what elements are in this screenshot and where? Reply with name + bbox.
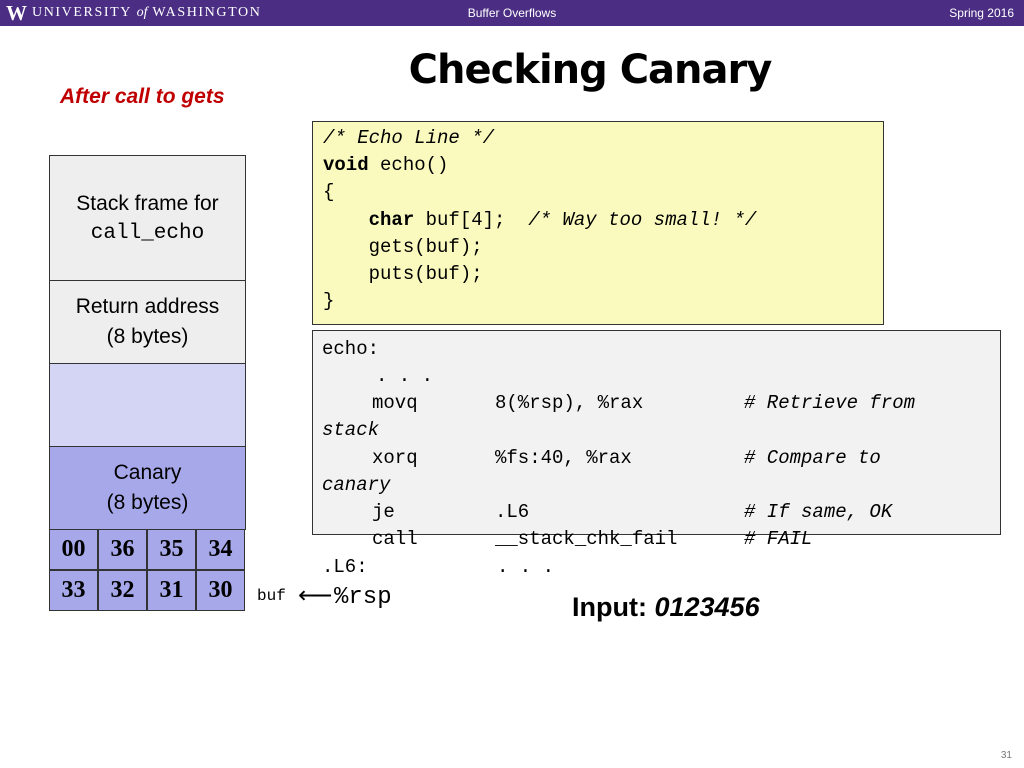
input-line: Input: 0123456 <box>572 590 760 624</box>
asm-comment: # Retrieve from <box>744 392 916 414</box>
c-code-line: } <box>323 290 335 312</box>
byte-cell: 30 <box>196 570 245 611</box>
byte-row-lower: 33 32 31 30 <box>49 570 246 611</box>
asm-operands: %fs:40, %rax <box>495 447 632 469</box>
c-code-line: { <box>323 181 335 203</box>
asm-comment: # Compare to <box>744 447 881 469</box>
page-number: 31 <box>1000 750 1012 761</box>
university-name-part2: WASHINGTON <box>152 5 262 20</box>
c-code-box: /* Echo Line */ void echo() { char buf[4… <box>312 121 884 325</box>
canary-label-line2: (8 bytes) <box>106 491 189 514</box>
c-code-line: void echo() <box>323 153 448 177</box>
byte-cell: 34 <box>196 529 245 570</box>
return-address-cell: Return address (8 bytes) <box>49 280 246 364</box>
byte-cell: 35 <box>147 529 196 570</box>
c-code-line: char buf[4]; /* Way too small! */ <box>323 208 757 232</box>
return-address-label-line1: Return address <box>75 295 220 318</box>
asm-comment: # FAIL <box>744 528 813 550</box>
university-name-part1: UNIVERSITY <box>32 5 132 20</box>
slide-title: Checking Canary <box>408 47 773 93</box>
rsp-label: %rsp <box>334 584 392 611</box>
course-title: Buffer Overflows <box>467 6 557 20</box>
c-keyword: void <box>323 154 369 176</box>
term-label: Spring 2016 <box>949 6 1014 20</box>
asm-comment-wrap: canary <box>322 474 391 496</box>
byte-cell: 32 <box>98 570 147 611</box>
university-name-of: of <box>136 5 148 20</box>
asm-label: .L6: <box>322 556 368 578</box>
asm-ellipsis: . . . <box>497 556 555 578</box>
c-keyword: char <box>368 209 415 231</box>
input-label: Input: <box>572 592 655 622</box>
asm-code-box <box>312 330 1001 535</box>
asm-comment-wrap: stack <box>322 419 380 441</box>
byte-cell: 33 <box>49 570 98 611</box>
c-code-line: gets(buf); <box>323 236 483 258</box>
stack-frame-label-line1: Stack frame for <box>76 192 219 215</box>
c-comment: /* Way too small! */ <box>528 209 757 231</box>
byte-cell: 31 <box>147 570 196 611</box>
asm-opcode: movq <box>372 392 418 414</box>
asm-operands: .L6 <box>495 501 530 523</box>
university-name: UNIVERSITY of WASHINGTON <box>32 5 261 21</box>
asm-opcode: je <box>372 501 395 523</box>
return-address-label-line2: (8 bytes) <box>106 325 189 348</box>
stack-frame-cell: Stack frame for call_echo <box>49 155 246 281</box>
buf-label: buf <box>257 587 286 605</box>
asm-comment: # If same, OK <box>744 501 893 523</box>
stack-frame-label: Stack frame for call_echo <box>50 189 245 249</box>
asm-opcode: call <box>372 528 418 550</box>
stack-frame-label-line2: call_echo <box>90 222 205 245</box>
arrow-left-icon: ⟵ <box>298 582 333 609</box>
byte-row-upper: 00 36 35 34 <box>49 529 246 570</box>
asm-label: echo: <box>322 338 380 360</box>
c-code-line: puts(buf); <box>323 263 483 285</box>
uw-logo: W <box>6 1 27 25</box>
padding-cell <box>49 363 246 447</box>
asm-opcode: xorq <box>372 447 418 469</box>
c-code-indent <box>323 209 369 231</box>
slide-subtitle: After call to gets <box>60 85 225 108</box>
canary-cell: Canary (8 bytes) <box>49 446 246 530</box>
header-bar: W UNIVERSITY of WASHINGTON Buffer Overfl… <box>0 0 1024 26</box>
byte-cell: 36 <box>98 529 147 570</box>
asm-operands: __stack_chk_fail <box>495 528 678 550</box>
canary-label-line1: Canary <box>113 461 182 484</box>
byte-cell: 00 <box>49 529 98 570</box>
return-address-label: Return address (8 bytes) <box>50 292 245 352</box>
c-code-text: echo() <box>368 154 449 176</box>
c-code-text: buf[4]; <box>414 209 529 231</box>
canary-label: Canary (8 bytes) <box>50 458 245 518</box>
asm-operands: 8(%rsp), %rax <box>495 392 644 414</box>
asm-ellipsis: . . . <box>376 365 434 387</box>
input-value: 0123456 <box>654 592 760 622</box>
c-code-line: /* Echo Line */ <box>323 127 495 149</box>
